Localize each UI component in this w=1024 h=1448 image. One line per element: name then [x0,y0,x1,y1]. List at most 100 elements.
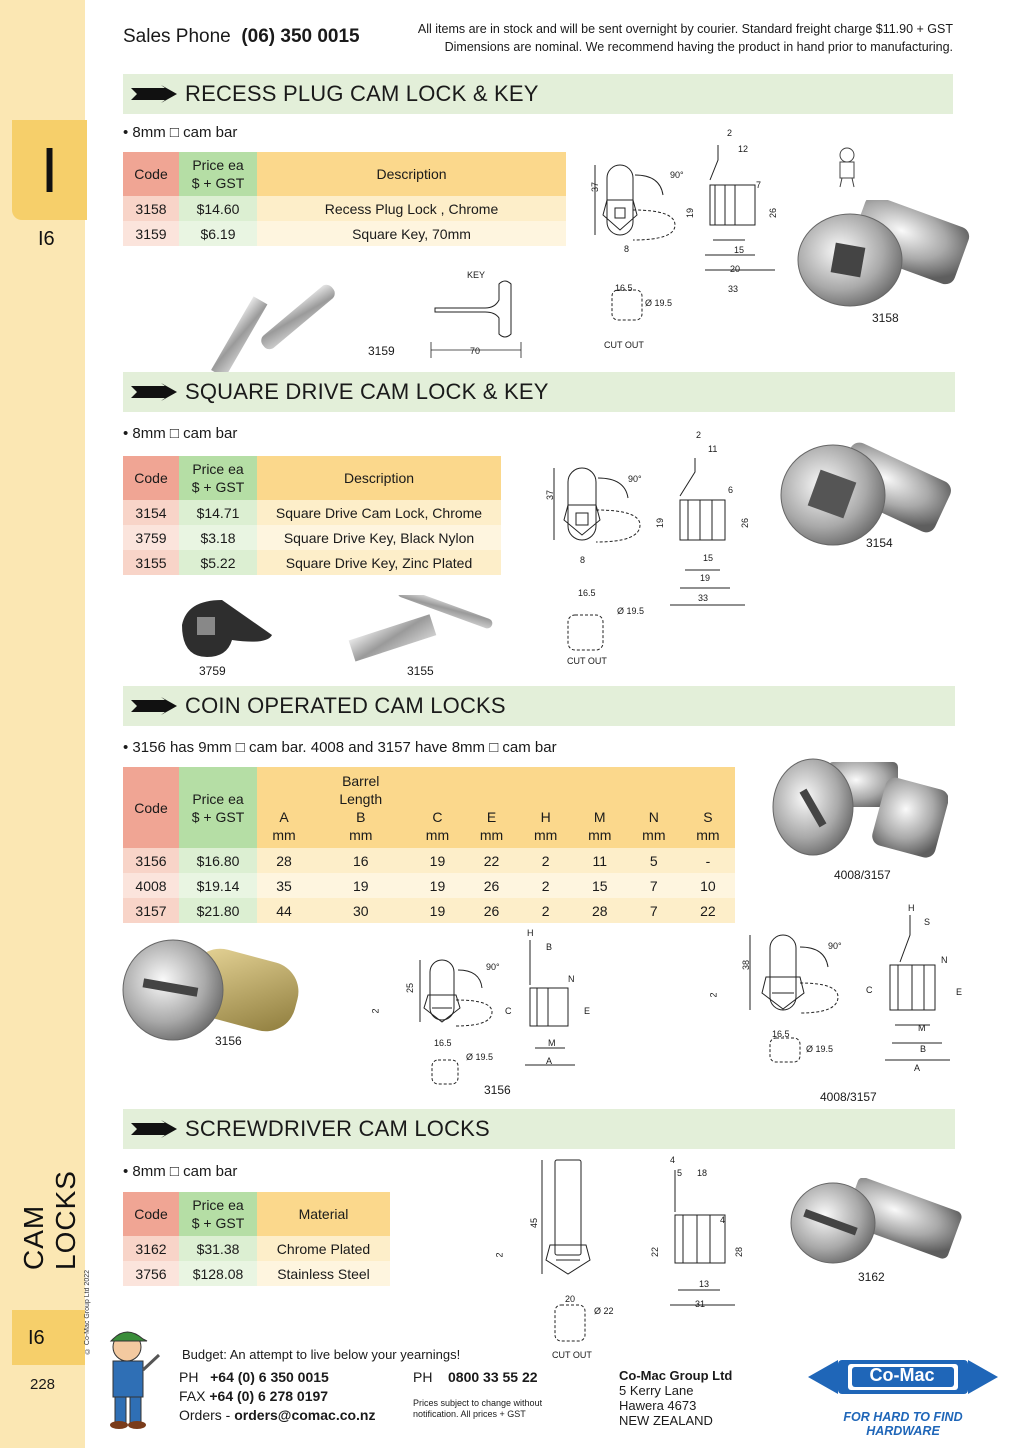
dim-S: S [924,917,931,927]
section-banner-recess: RECESS PLUG CAM LOCK & KEY [123,74,953,114]
dim-25: 25 [405,982,416,994]
vertical-section-title: CAM LOCKS [18,1170,81,1270]
cutout-label: CUT OUT [567,656,607,666]
dim-M: M [548,1038,556,1048]
footer-fax: +64 (0) 6 278 0197 [209,1388,329,1404]
lock-photo-3154 [780,442,951,546]
cell-code: 3759 [123,525,179,550]
mascot-small-icon [839,147,855,188]
caption-4008-3157: 4008/3157 [834,868,891,882]
cell-H: 2 [518,873,573,898]
dim-90: 90° [670,170,684,180]
cell-M: 11 [572,848,627,873]
footer-phone2: 0800 33 55 22 [448,1369,538,1385]
footer-phone: +64 (0) 6 350 0015 [210,1369,329,1385]
bottom-tab [12,1310,85,1365]
dim-15: 15 [703,553,714,563]
section-tab-letter: I [12,120,87,220]
footer-ph-label: PH [179,1369,199,1385]
header-note-line2: Dimensions are nominal. We recommend hav… [444,40,953,54]
dim-4b: 4 [720,1215,726,1225]
cell-M: 28 [572,898,627,923]
cell-code: 3756 [123,1261,179,1286]
col-header-code: Code [123,767,179,848]
caption-3154: 3154 [866,536,893,550]
cell-M: 15 [572,873,627,898]
section-banner-screw: SCREWDRIVER CAM LOCKS [123,1109,955,1149]
footer-orders-email[interactable]: orders@comac.co.nz [234,1407,376,1423]
cell-price: $19.14 [179,873,257,898]
caption-3156-diagram: 3156 [484,1083,511,1097]
caption-3156-photo: 3156 [215,1034,242,1048]
col-header-price: Price ea$ + GST [179,1192,257,1236]
section-title: RECESS PLUG CAM LOCK & KEY [185,81,539,106]
cutout-width: 20 [565,1294,576,1304]
coin-diagram-4008 [749,915,950,1063]
cell-C: 19 [410,848,465,873]
cell-description: Square Drive Key, Black Nylon [257,525,501,550]
cutout-width-b: 16.5 [772,1029,790,1039]
cell-description: Square Drive Cam Lock, Chrome [257,500,501,525]
cell-S: - [680,848,735,873]
cell-B: 19 [311,873,411,898]
cell-code: 3155 [123,550,179,575]
logo-text: Co-Mac [869,1365,935,1385]
dim-90: 90° [486,962,500,972]
cell-H: 2 [518,898,573,923]
col-header-description: Description [257,456,501,500]
dim-19: 19 [655,517,666,529]
dim-45: 45 [529,1217,540,1229]
section-bullet: • 3156 has 9mm □ cam bar. 4008 and 3157 … [123,739,557,756]
cutout-diameter: Ø 19.5 [466,1052,494,1062]
dim-37: 37 [590,181,601,193]
dim-7: 7 [756,180,762,190]
section-banner-coin: COIN OPERATED CAM LOCKS [123,686,955,726]
comac-logo [808,1360,998,1394]
dim-33: 33 [728,284,739,294]
dim-26: 26 [740,517,751,529]
dim-6: 6 [728,485,734,495]
dim-2: 2 [696,430,702,440]
dim-A: A [546,1056,553,1066]
dim-2: 2 [494,1252,505,1258]
section-code: I6 [38,228,55,250]
dim-4: 4 [670,1155,676,1165]
dim-C: C [505,1006,512,1016]
table-row: 3756 $128.08 Stainless Steel [123,1261,390,1286]
cell-B: 30 [311,898,411,923]
dim-13: 13 [699,1279,710,1289]
cell-N: 5 [626,848,681,873]
cell-price: $16.80 [179,848,257,873]
cell-code: 3159 [123,221,179,246]
col-header-code: Code [123,1192,179,1236]
cutout-width: 16.5 [615,283,633,293]
cell-N: 7 [626,898,681,923]
cell-E: 26 [464,898,519,923]
lock-photo-3162 [790,1178,962,1264]
cell-description: Square Key, 70mm [257,221,566,246]
section-banner-square: SQUARE DRIVE CAM LOCK & KEY [123,372,955,412]
cutout-width: 16.5 [578,588,596,598]
footer-ph2-label: PH [413,1369,433,1385]
cell-A: 35 [257,873,312,898]
table-row: 3759 $3.18 Square Drive Key, Black Nylon [123,525,501,550]
col-header-price: Price ea$ + GST [179,152,257,196]
caption-4008-diagram: 4008/3157 [820,1090,877,1104]
sales-label: Sales Phone [123,26,231,47]
cutout-diameter: Ø 19.5 [645,298,673,308]
cell-description: Recess Plug Lock , Chrome [257,196,566,221]
cell-description: Square Drive Key, Zinc Plated [257,550,501,575]
section-title: SCREWDRIVER CAM LOCKS [185,1116,490,1141]
arrow-icon [131,85,177,103]
dim-19: 19 [685,207,696,219]
cell-H: 2 [518,848,573,873]
section-bullet: • 8mm □ cam bar [123,124,238,141]
dim-11: 11 [708,444,718,454]
footer-tagline: Budget: An attempt to live below your ye… [182,1347,461,1362]
footer-orders-line: Orders - orders@comac.co.nz [179,1407,376,1423]
dim-2: 2 [727,128,733,138]
cell-price: $14.71 [179,500,257,525]
cutout-diameter: Ø 22 [594,1306,614,1316]
